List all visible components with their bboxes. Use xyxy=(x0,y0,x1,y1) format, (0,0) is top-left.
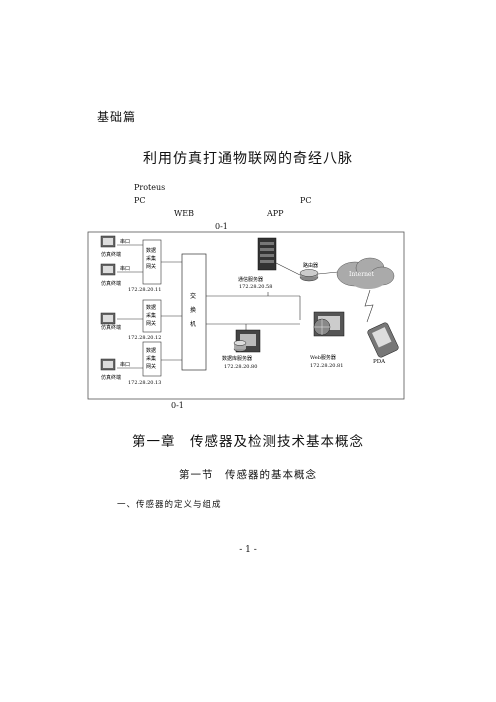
terminal-label: 仿真终端 xyxy=(101,280,121,287)
terminal-ip: 172.28.20.11 xyxy=(128,287,161,293)
router-label: 路由器 xyxy=(303,262,318,269)
terminal-label: 仿真终端 xyxy=(101,374,121,381)
svg-text:采集: 采集 xyxy=(146,355,156,362)
section-title: 第一节 传感器的基本概念 xyxy=(179,469,317,481)
terminal-3: 仿真终端 172.28.20.12 xyxy=(100,312,161,341)
section-label: 基础篇 xyxy=(97,110,137,124)
svg-text:数据: 数据 xyxy=(146,347,156,354)
router-icon xyxy=(299,269,319,282)
serial-label: 串口 xyxy=(120,239,130,245)
comm-server-ip: 172.28.20.58 xyxy=(239,284,272,290)
gateway-1: 数据 采集 网关 xyxy=(142,239,162,285)
fragment-app: APP xyxy=(267,209,284,218)
comm-server-icon xyxy=(257,237,277,271)
diagram-border xyxy=(87,231,405,400)
svg-text:网关: 网关 xyxy=(146,320,156,327)
web-server-ip: 172.28.20.81 xyxy=(310,363,343,369)
database-server-icon xyxy=(233,329,261,353)
web-server-label: Web服务器 xyxy=(310,354,336,361)
fragment-web: WEB xyxy=(174,209,194,218)
web-server-icon xyxy=(313,311,345,337)
internet-label: Internet xyxy=(349,271,374,278)
terminal-ip: 172.28.20.13 xyxy=(128,380,161,386)
subsection-heading: 一、传感器的定义与组成 xyxy=(117,500,222,510)
svg-text:交: 交 xyxy=(190,292,196,300)
fragment-pc-right: PC xyxy=(300,196,312,205)
gateway-2: 数据 采集 网关 xyxy=(142,299,162,333)
db-server-label: 数据库服务器 xyxy=(222,355,252,362)
terminal-2: 串口 仿真终端 172.28.20.11 xyxy=(100,263,161,293)
pda-icon xyxy=(367,322,399,358)
svg-text:网关: 网关 xyxy=(146,363,156,370)
terminal-label: 仿真终端 xyxy=(101,324,121,331)
svg-text:采集: 采集 xyxy=(146,312,156,319)
serial-label: 串口 xyxy=(120,266,130,272)
fragment-proteus: Proteus xyxy=(134,183,166,192)
terminal-label: 仿真终端 xyxy=(101,251,121,258)
db-server-ip: 172.28.20.80 xyxy=(224,364,257,370)
serial-label: 串口 xyxy=(120,362,130,368)
svg-text:换: 换 xyxy=(190,306,196,314)
wireless-link-icon xyxy=(364,289,374,323)
terminal-ip: 172.28.20.12 xyxy=(128,335,161,341)
gateway-3: 数据 采集 网关 xyxy=(142,341,162,377)
svg-text:数据: 数据 xyxy=(146,247,156,254)
terminal-4: 串口 仿真终端 172.28.20.13 xyxy=(100,358,161,386)
terminal-1: 串口 仿真终端 xyxy=(100,235,143,258)
pda-label: PDA xyxy=(373,359,386,365)
fragment-pc-left: PC xyxy=(134,196,146,205)
comm-server-label: 通信服务器 xyxy=(238,276,263,283)
chapter-title: 第一章 传感器及检测技术基本概念 xyxy=(132,434,364,450)
svg-text:数据: 数据 xyxy=(146,304,156,311)
svg-text:机: 机 xyxy=(190,320,196,328)
svg-text:网关: 网关 xyxy=(146,263,156,270)
switch: 交 换 机 xyxy=(181,253,207,371)
figure-caption: 0-1 xyxy=(171,401,184,410)
fragment-figure-ref: 0-1 xyxy=(215,222,228,231)
page-title: 利用仿真打通物联网的奇经八脉 xyxy=(143,151,353,167)
svg-text:采集: 采集 xyxy=(146,255,156,262)
page-number: - 1 - xyxy=(239,545,257,555)
internet-cloud-icon xyxy=(336,257,395,289)
